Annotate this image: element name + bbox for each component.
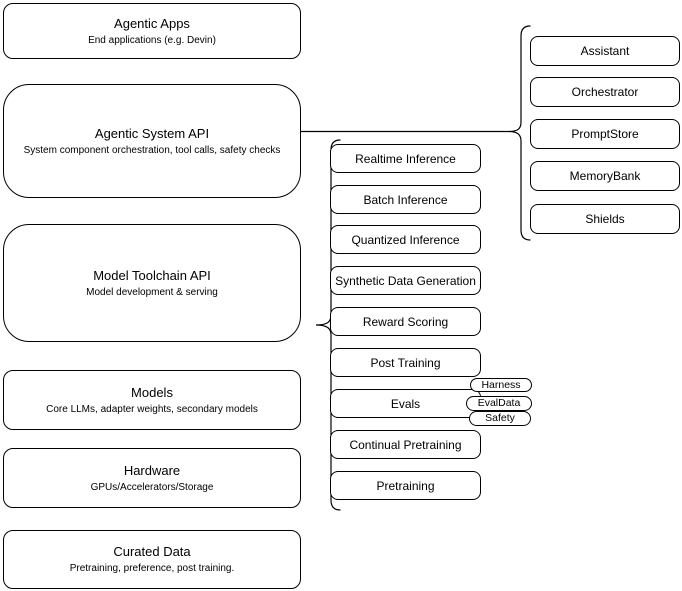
system-components-brace [508,25,531,241]
node-subtitle: Model development & serving [86,286,218,298]
model-toolchain-api-node: Model Toolchain API Model development & … [3,224,301,342]
agentic-system-api-node: Agentic System API System component orch… [3,84,301,198]
service-batch-inference: Batch Inference [330,185,481,214]
eval-tag-safety: Safety [469,411,531,426]
node-title: Agentic System API [94,125,210,141]
node-title: Agentic Apps [114,15,190,31]
service-reward-scoring: Reward Scoring [330,307,481,336]
service-evals: Evals [330,389,481,418]
node-subtitle: Pretraining, preference, post training. [69,563,235,574]
node-title: Model Toolchain API [93,267,211,283]
service-quantized-inference: Quantized Inference [330,225,481,254]
node-subtitle: End applications (e.g. Devin) [88,34,216,46]
node-subtitle: GPUs/Accelerators/Storage [90,481,214,493]
node-title: Hardware [123,462,181,478]
node-title: Models [131,384,173,400]
service-continual-pretraining: Continual Pretraining [330,430,481,459]
agentic-apps-node: Agentic Apps End applications (e.g. Devi… [3,3,301,59]
service-pretraining: Pretraining [330,471,481,500]
eval-tag-evaldata: EvalData [466,396,532,411]
node-title: Curated Data [113,544,191,559]
curated-data-node: Curated Data Pretraining, preference, po… [3,530,301,589]
component-shields: Shields [530,204,680,234]
node-subtitle: System component orchestration, tool cal… [23,144,281,156]
hardware-node: Hardware GPUs/Accelerators/Storage [3,448,301,508]
models-node: Models Core LLMs, adapter weights, secon… [3,370,301,430]
component-orchestrator: Orchestrator [530,77,680,107]
eval-tag-harness: Harness [470,378,532,392]
component-memorybank: MemoryBank [530,161,680,191]
service-realtime-inference: Realtime Inference [330,144,481,173]
service-synthetic-data-generation: Synthetic Data Generation [330,266,481,295]
service-post-training: Post Training [330,348,481,377]
node-subtitle: Core LLMs, adapter weights, secondary mo… [46,403,258,415]
component-assistant: Assistant [530,36,680,66]
component-promptstore: PromptStore [530,119,680,149]
